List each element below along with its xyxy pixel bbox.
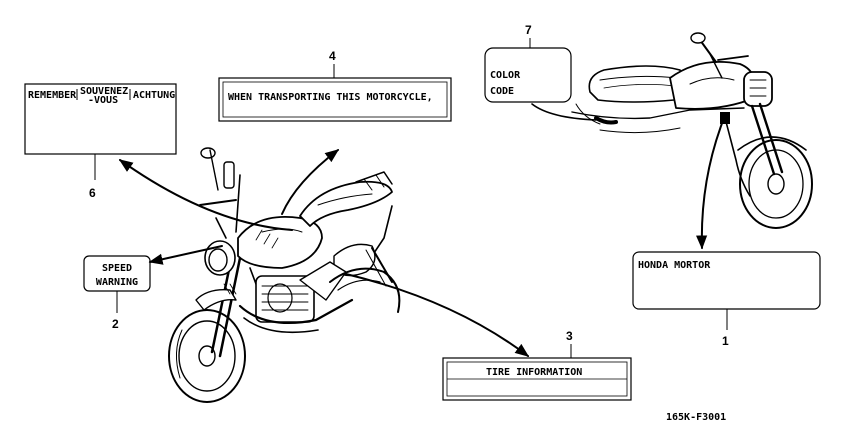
transport-label-callout: 4 WHEN TRANSPORTING THIS MOTORCYCLE, [218, 49, 452, 122]
part-number-7: 7 [525, 23, 532, 37]
arrow-to-transport-label [281, 149, 340, 215]
arrow-to-speed-warning-label [148, 245, 223, 265]
left-motorcycle-illustration [168, 147, 401, 403]
part-number-1: 1 [722, 334, 729, 348]
remember-label-box [24, 83, 177, 155]
part-number-6: 6 [89, 186, 96, 200]
speed-warning-label-line1: SPEED [102, 263, 132, 274]
honda-label-callout: HONDA MORTOR 1 [632, 251, 821, 348]
remember-label-col3: ACHTUNG [133, 90, 175, 101]
color-code-label-line1: COLOR [490, 70, 521, 81]
diagram-part-code: 165K-F3001 [666, 412, 726, 423]
transport-label-text: WHEN TRANSPORTING THIS MOTORCYCLE, [228, 92, 433, 103]
tire-label-text: TIRE INFORMATION [486, 367, 582, 378]
remember-label-col2-line2: -VOUS [88, 95, 118, 106]
part-number-4: 4 [329, 49, 336, 63]
remember-label-col1: REMEMBER [28, 90, 77, 101]
color-code-label-box [484, 47, 572, 103]
arrow-to-honda-label [696, 117, 725, 250]
remember-label-callout: REMEMBER SOUVENEZ -VOUS ACHTUNG 6 [24, 83, 177, 200]
transport-label-box [218, 77, 452, 122]
speed-warning-label-line2: WARNING [96, 277, 138, 288]
part-number-3: 3 [566, 329, 573, 343]
color-code-label-callout: 7 COLOR CODE [484, 23, 572, 103]
arrow-to-remember-label [118, 159, 293, 231]
part-number-2: 2 [112, 317, 119, 331]
honda-label-text: HONDA MORTOR [638, 260, 711, 271]
remember-label-col2-line1: SOUVENEZ [80, 86, 128, 97]
right-motorcycle-illustration [571, 32, 813, 229]
color-code-label-line2: CODE [490, 86, 514, 97]
arrow-to-color-code-label [531, 103, 597, 121]
pointer-arrows [118, 103, 725, 357]
speed-warning-label-callout: SPEED WARNING 2 [83, 255, 151, 331]
tire-label-callout: 3 TIRE INFORMATION [442, 329, 632, 401]
arrow-to-tire-label [345, 273, 530, 357]
transport-label-inner-border [222, 81, 448, 118]
